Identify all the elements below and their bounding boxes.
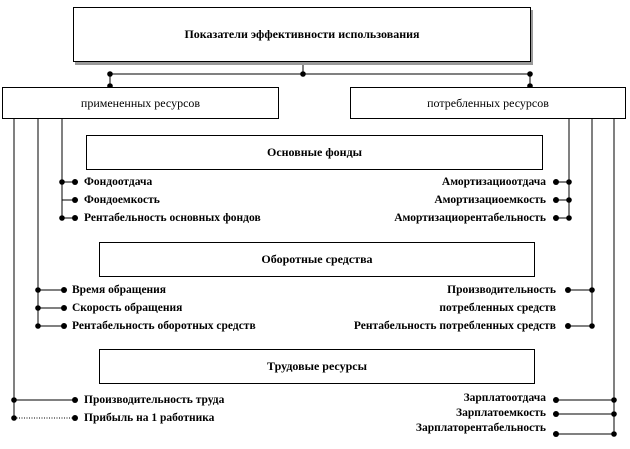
consumed-resources-box: потребленных ресурсов <box>350 87 626 119</box>
indicator-skorost-obrashcheniya: Скорость обращения <box>72 302 183 314</box>
indicator-amortizatsiootdacha: Амортизациоотдача <box>441 176 546 188</box>
indicator-rentabelnost-oborotnykh-sredstv: Рентабельность оборотных средств <box>72 320 256 332</box>
indicator-vremya-obrashcheniya: Время обращения <box>72 284 167 296</box>
indicator-rentabelnost-osnovnykh-fondov: Рентабельность основных фондов <box>84 212 261 224</box>
indicator-zarplatootdacha: Зарплатоотдача <box>463 392 546 404</box>
indicator-amortizatsioemkost: Амортизациоемкость <box>434 194 546 206</box>
indicator-rentabelnost-potreblennykh-sredstv: Рентабельность потребленных средств <box>353 320 556 332</box>
indicator-potreblennykh-sredstv: потребленных средств <box>439 302 556 314</box>
indicator-fondootdacha: Фондоотдача <box>84 176 153 188</box>
indicator-pribyl-na-1-rabotnika: Прибыль на 1 работника <box>84 412 215 424</box>
indicator-proizvoditelnost: Производительность <box>447 284 556 296</box>
applied-resources-box: примененных ресурсов <box>2 87 279 119</box>
fixed-assets-box: Основные фонды <box>86 135 543 170</box>
indicator-amortizatsiorentabelnost: Амортизациорентабельность <box>394 212 546 224</box>
indicator-zarplatorentabelnost: Зарплаторентабельность <box>415 422 546 434</box>
title-box: Показатели эффективности использования <box>73 7 531 62</box>
indicator-fondoemkost: Фондоемкость <box>84 194 160 206</box>
labor-resources-box: Трудовые ресурсы <box>99 349 535 384</box>
indicator-zarplatoemkost: Зарплатоемкость <box>456 407 546 419</box>
indicator-proizvoditelnost-truda: Производительность труда <box>84 394 225 406</box>
current-assets-box: Оборотные средства <box>99 242 535 277</box>
